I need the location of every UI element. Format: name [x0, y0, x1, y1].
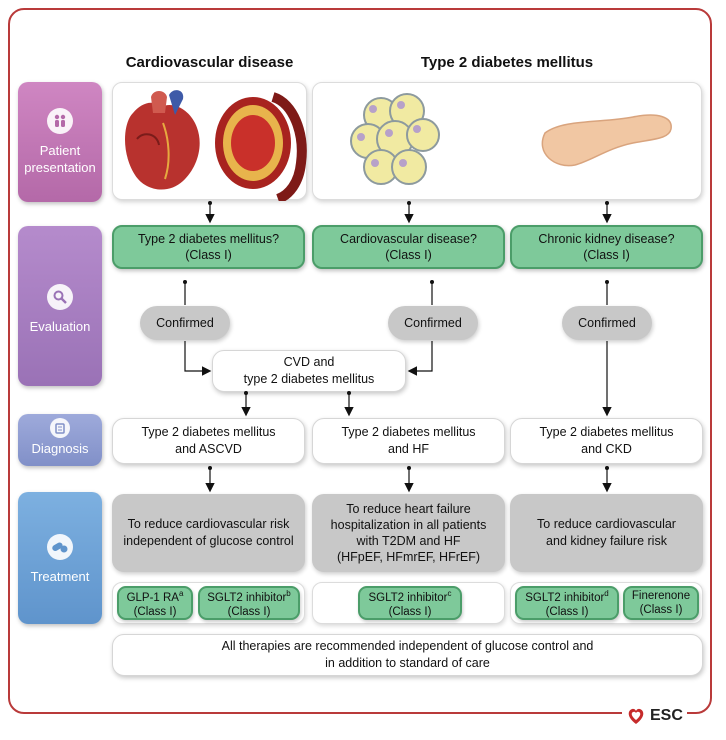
patient-icon: [47, 108, 73, 134]
treatment-hf-line-1: To reduce heart failure: [346, 502, 471, 516]
treatment-ckd-line-1: To reduce cardiovascular: [537, 517, 676, 531]
sidebar-evaluation: Evaluation: [18, 226, 102, 386]
diagnosis-ckd-line-2: and CKD: [581, 442, 632, 456]
diagnosis-hf-line-1: Type 2 diabetes mellitus: [341, 425, 476, 439]
treatment-hf-goal: To reduce heart failure hospitalization …: [312, 494, 505, 572]
drug-finerenone-class: (Class I): [639, 604, 683, 616]
sidebar-treatment: Treatment: [18, 492, 102, 624]
evaluation-t2dm-class: (Class I): [185, 248, 232, 262]
merge-line-1: CVD and: [283, 355, 335, 369]
drug-glp1-footnote: a: [178, 589, 184, 599]
evaluation-t2dm-box: Type 2 diabetes mellitus? (Class I): [112, 225, 305, 269]
sidebar-patient-presentation: Patient presentation: [18, 82, 102, 202]
cvd-and-t2dm-merge-box: CVD and type 2 diabetes mellitus: [212, 350, 406, 392]
treatment-ckd-goal: To reduce cardiovascular and kidney fail…: [510, 494, 703, 572]
diagnosis-ckd-box: Type 2 diabetes mellitus and CKD: [510, 418, 703, 464]
pill-icon: [47, 534, 73, 560]
drug-finerenone-name: Finerenone: [631, 590, 691, 602]
drug-sglt2-hf: SGLT2 inhibitorc (Class I): [358, 586, 462, 620]
diagnosis-ascvd-box: Type 2 diabetes mellitus and ASCVD: [112, 418, 305, 464]
diagnosis-ckd-line-1: Type 2 diabetes mellitus: [539, 425, 674, 439]
treatment-hf-line-3: with T2DM and HF: [356, 534, 461, 548]
magnifier-icon: [47, 284, 73, 310]
outer-frame: [8, 8, 712, 714]
drug-glp1-ra: GLP-1 RAa (Class I): [117, 586, 193, 620]
diagnosis-ascvd-line-1: Type 2 diabetes mellitus: [141, 425, 276, 439]
esc-logo-text: ESC: [650, 707, 683, 724]
diagnosis-hf-box: Type 2 diabetes mellitus and HF: [312, 418, 505, 464]
treatment-ascvd-goal: To reduce cardiovascular risk independen…: [112, 494, 305, 572]
diagnosis-hf-line-2: and HF: [388, 442, 429, 456]
sidebar-evaluation-label: Evaluation: [29, 319, 91, 334]
sidebar-treatment-label: Treatment: [30, 569, 90, 584]
drug-glp1-class: (Class I): [133, 605, 177, 618]
sidebar-diagnosis-label: Diagnosis: [31, 441, 89, 456]
drug-glp1-name: GLP-1 RA: [126, 591, 179, 604]
evaluation-ckd-question: Chronic kidney disease?: [538, 232, 675, 246]
evaluation-ckd-box: Chronic kidney disease? (Class I): [510, 225, 703, 269]
drug-sglt2-ckd-class: (Class I): [545, 605, 589, 618]
evaluation-cvd-class: (Class I): [385, 248, 432, 262]
drug-sglt2-hf-class: (Class I): [388, 605, 432, 618]
clipboard-icon: [50, 418, 70, 438]
merge-line-2: type 2 diabetes mellitus: [243, 372, 375, 386]
footer-line-2: in addition to standard of care: [325, 656, 490, 670]
fat-cells-and-pancreas-illustration: [350, 93, 672, 185]
confirmed-pill-1: Confirmed: [140, 306, 230, 340]
drug-sglt2-ascvd-name: SGLT2 inhibitor: [207, 591, 287, 604]
treatment-ckd-line-2: and kidney failure risk: [546, 534, 667, 548]
t2dm-column-title: Type 2 diabetes mellitus: [420, 54, 594, 71]
evaluation-t2dm-question: Type 2 diabetes mellitus?: [137, 232, 280, 246]
heart-logo-icon: [628, 708, 644, 724]
confirmed-pill-2: Confirmed: [388, 306, 478, 340]
cvd-illustration-panel: [112, 82, 307, 204]
treatment-hf-line-2: hospitalization in all patients: [330, 518, 487, 532]
drug-sglt2-hf-footnote: c: [447, 589, 452, 599]
footer-note: All therapies are recommended independen…: [112, 634, 703, 676]
evaluation-cvd-question: Cardiovascular disease?: [340, 232, 477, 246]
sidebar-patient-label: Patient presentation: [24, 143, 96, 175]
drug-finerenone: Finerenone (Class I): [623, 586, 699, 620]
treatment-ascvd-line-2: independent of glucose control: [123, 534, 294, 548]
drug-sglt2-hf-name: SGLT2 inhibitor: [368, 591, 448, 604]
diagnosis-ascvd-line-2: and ASCVD: [175, 442, 242, 456]
evaluation-ckd-class: (Class I): [583, 248, 630, 262]
confirmed-pill-3: Confirmed: [562, 306, 652, 340]
cvd-column-title: Cardiovascular disease: [125, 54, 294, 71]
drug-sglt2-ascvd-footnote: b: [286, 589, 291, 599]
treatment-ascvd-line-1: To reduce cardiovascular risk: [127, 517, 290, 531]
treatment-hf-line-4: (HFpEF, HFmrEF, HFrEF): [336, 550, 481, 564]
sidebar-diagnosis: Diagnosis: [18, 414, 102, 466]
esc-logo: ESC: [622, 706, 687, 726]
drug-sglt2-ckd-name: SGLT2 inhibitor: [525, 591, 605, 604]
drug-sglt2-ckd-footnote: d: [604, 589, 609, 599]
footer-line-1: All therapies are recommended independen…: [221, 639, 594, 653]
evaluation-cvd-box: Cardiovascular disease? (Class I): [312, 225, 505, 269]
drug-sglt2-ckd: SGLT2 inhibitord (Class I): [515, 586, 619, 620]
drug-sglt2-ascvd: SGLT2 inhibitorb (Class I): [198, 586, 300, 620]
t2dm-illustration-panel: [312, 82, 702, 200]
heart-and-artery-illustration: [125, 90, 307, 204]
drug-sglt2-ascvd-class: (Class I): [227, 605, 271, 618]
